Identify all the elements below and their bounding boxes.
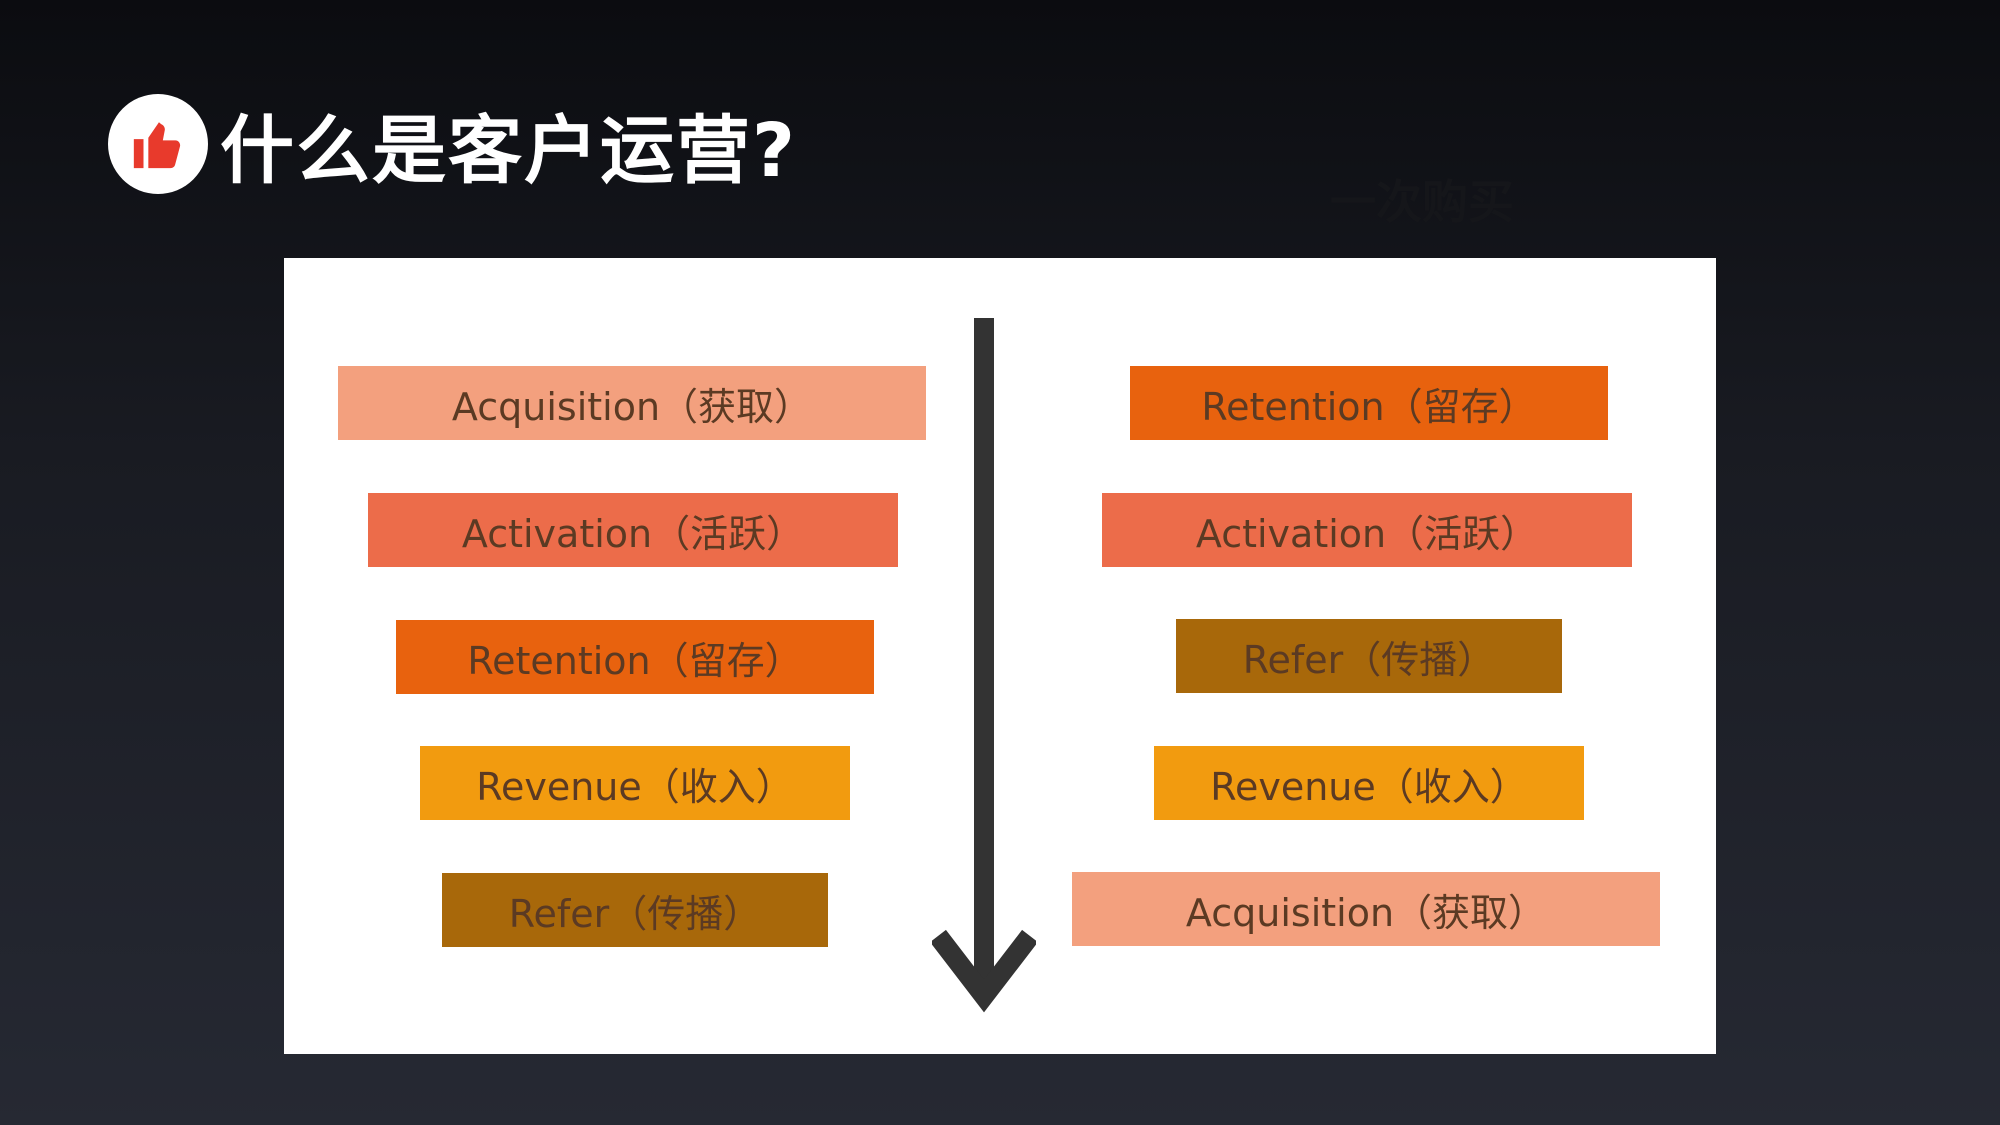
bar-label: Refer（传播） [508, 891, 762, 936]
left-bar-revenue: Revenue（收入） [420, 746, 850, 820]
right-bar-acquisition: Acquisition（获取） [1072, 872, 1660, 946]
bar-label: Retention（留存） [467, 638, 803, 683]
left-bar-acquisition: Acquisition（获取） [338, 366, 926, 440]
left-bar-retention: Retention（留存） [396, 620, 874, 694]
bar-label: Retention（留存） [1201, 384, 1537, 429]
bar-label: Refer（传播） [1242, 637, 1496, 682]
right-bar-refer: Refer（传播） [1176, 619, 1562, 693]
bar-label: Activation（活跃） [461, 511, 805, 556]
right-bar-revenue: Revenue（收入） [1154, 746, 1584, 820]
bar-label: Activation（活跃） [1195, 511, 1539, 556]
thumbs-up-icon [133, 122, 181, 169]
badge [108, 94, 208, 194]
subtitle: 一次购买 [1330, 175, 1514, 229]
down-arrow-icon [932, 318, 1036, 1013]
bar-label: Revenue（收入） [476, 764, 794, 809]
bar-label: Revenue（收入） [1210, 764, 1528, 809]
left-bar-activation: Activation（活跃） [368, 493, 898, 567]
bar-label: Acquisition（获取） [1185, 890, 1547, 935]
bar-label: Acquisition（获取） [451, 384, 813, 429]
right-bar-activation: Activation（活跃） [1102, 493, 1632, 567]
diagram-panel: Acquisition（获取） Activation（活跃） Retention… [284, 258, 1716, 1054]
left-bar-refer: Refer（传播） [442, 873, 828, 947]
title-row: 什么是客户运营? [108, 92, 797, 196]
right-bar-retention: Retention（留存） [1130, 366, 1608, 440]
page-title: 什么是客户运营? [220, 107, 797, 194]
